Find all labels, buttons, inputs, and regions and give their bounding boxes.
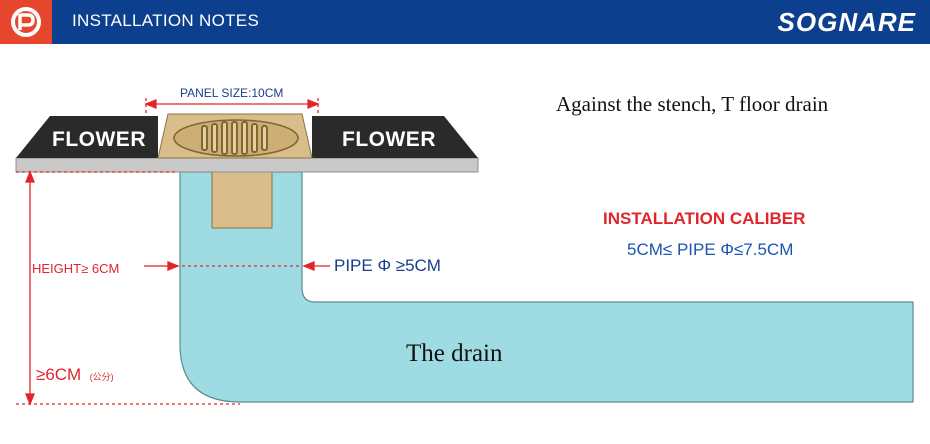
caliber-title: INSTALLATION CALIBER xyxy=(603,209,806,228)
panel-size-label: PANEL SIZE:10CM xyxy=(180,86,284,100)
tile-left xyxy=(16,116,158,158)
drain-label: The drain xyxy=(406,340,503,367)
diagram-heading: Against the stench, T floor drain xyxy=(556,92,829,116)
depth-label: ≥6CM (公分) xyxy=(36,365,114,385)
floor-slab xyxy=(15,157,479,173)
pipe-diameter-label: PIPE Φ ≥5CM xyxy=(334,256,441,275)
grate-slots xyxy=(201,121,268,155)
height-label: HEIGHT≥ 6CM xyxy=(32,261,120,276)
depth-value: ≥6CM xyxy=(36,365,82,384)
logo-icon xyxy=(11,7,41,37)
inner-tube xyxy=(211,171,273,229)
header-bar: INSTALLATION NOTES SOGNARE xyxy=(0,0,930,44)
page-title: INSTALLATION NOTES xyxy=(72,11,260,30)
brand-logo xyxy=(0,0,52,44)
tile-right xyxy=(312,116,478,158)
floor-drain-diagram xyxy=(15,98,914,406)
dimension-lines xyxy=(16,98,330,406)
tile-right-label: FLOWER xyxy=(342,128,436,151)
drain-pipe xyxy=(179,171,914,403)
caliber-range: 5CM≤ PIPE Φ≤7.5CM xyxy=(627,240,794,259)
tile-left-label: FLOWER xyxy=(52,128,146,151)
brand-name: SOGNARE xyxy=(777,7,916,37)
depth-unit: (公分) xyxy=(89,372,114,382)
